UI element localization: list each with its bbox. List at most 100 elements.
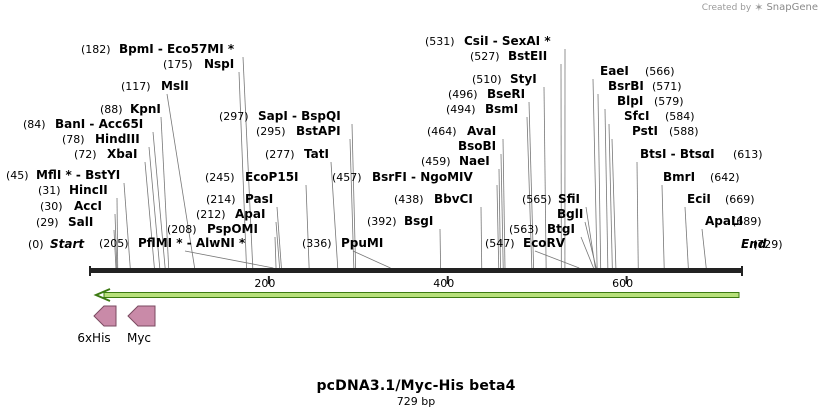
site-position-naei: (459)	[421, 155, 451, 168]
site-line-xbai	[144, 161, 155, 269]
site-position-sfii: (565)	[522, 193, 552, 206]
snapgene-credit: Created by ✶ SnapGene	[702, 1, 818, 14]
site-label-bsobi[interactable]: BsoBI	[458, 139, 496, 153]
site-label-apai[interactable]: ApaI	[235, 207, 265, 221]
credit-prefix: Created by	[701, 2, 752, 13]
site-label-mfli-bstyi[interactable]: MflI * - BstYI	[36, 168, 120, 182]
site-label-bpmi-eco57mi[interactable]: BpmI - Eco57MI *	[119, 42, 235, 56]
site-line-hincii	[116, 197, 119, 269]
backbone-bar	[90, 268, 742, 273]
site-position-bani-acc65i: (84)	[23, 118, 46, 131]
site-label-apali[interactable]: ApaLI	[705, 214, 743, 228]
site-position-ecorv: (547)	[485, 237, 515, 250]
end-position: (729)	[753, 238, 783, 251]
site-label-avai[interactable]: AvaI	[467, 124, 496, 138]
site-label-pasi[interactable]: PasI	[245, 192, 273, 206]
site-line-pflmi-alwni	[184, 250, 274, 269]
site-label-csii-sexai[interactable]: CsiI - SexAI *	[464, 34, 551, 48]
site-line-sali	[113, 229, 117, 269]
site-position-eaei: (566)	[645, 65, 675, 78]
site-position-bsteii: (527)	[470, 50, 500, 63]
site-line-bsmi	[526, 116, 533, 269]
site-line-bsobi	[500, 153, 504, 269]
site-label-ppumi[interactable]: PpuMI	[341, 236, 383, 250]
site-position-bstapi: (295)	[256, 125, 286, 138]
site-line-hindiii	[148, 146, 161, 269]
site-position-sfci: (584)	[665, 110, 695, 123]
site-label-bsgi[interactable]: BsgI	[404, 214, 433, 228]
site-label-bbvci[interactable]: BbvCI	[434, 192, 473, 206]
site-line-ecop15i	[305, 184, 310, 269]
site-position-xbai: (72)	[74, 148, 97, 161]
site-line-msli	[166, 93, 196, 269]
orf-arrow	[93, 288, 740, 302]
site-position-apali: (689)	[732, 215, 762, 228]
site-label-xbai[interactable]: XbaI	[107, 147, 137, 161]
site-label-kpni[interactable]: KpnI	[130, 102, 161, 116]
site-label-btgi[interactable]: BtgI	[547, 222, 575, 236]
site-lines-group	[113, 48, 707, 269]
site-label-blpi[interactable]: BlpI	[617, 94, 643, 108]
site-label-pspomi[interactable]: PspOMI	[207, 222, 258, 236]
feature-6xhis-arrow[interactable]	[93, 305, 117, 327]
site-line-naei	[498, 168, 501, 269]
site-label-bsrbi[interactable]: BsrBI	[608, 79, 644, 93]
site-line-eaei	[592, 78, 598, 269]
site-label-sfii[interactable]: SfiI	[558, 192, 580, 206]
site-label-ecii[interactable]: EciI	[687, 192, 711, 206]
site-position-msli: (117)	[121, 80, 151, 93]
ruler-tick-label: 600	[612, 277, 633, 290]
feature-myc-arrow[interactable]	[127, 305, 156, 327]
site-position-bsgi: (392)	[367, 215, 397, 228]
site-position-nspi: (175)	[163, 58, 193, 71]
site-label-bsteii[interactable]: BstEII	[508, 49, 547, 63]
site-label-naei[interactable]: NaeI	[459, 154, 490, 168]
site-label-sali[interactable]: SalI	[68, 215, 93, 229]
site-label-bani-acc65i[interactable]: BanI - Acc65I	[55, 117, 143, 131]
feature-myc-label: Myc	[127, 331, 151, 345]
site-label-pflmi-alwni[interactable]: PflMI * - AlwNI *	[138, 236, 246, 250]
site-label-styi[interactable]: StyI	[510, 72, 537, 86]
site-label-tati[interactable]: TatI	[304, 147, 329, 161]
site-label-ecorv[interactable]: EcoRV	[523, 236, 566, 250]
site-label-psti[interactable]: PstI	[632, 124, 658, 138]
site-label-nspi[interactable]: NspI	[204, 57, 234, 71]
site-label-hincii[interactable]: HincII	[69, 183, 108, 197]
site-position-bseri: (496)	[448, 88, 478, 101]
site-label-bsmi[interactable]: BsmI	[485, 102, 518, 116]
site-label-bstapi[interactable]: BstAPI	[296, 124, 341, 138]
site-position-pasi: (214)	[206, 193, 236, 206]
site-label-sapi-bspqi[interactable]: SapI - BspQI	[258, 109, 341, 123]
site-label-bsrfi-ngomiv[interactable]: BsrFI - NgoMIV	[372, 170, 473, 184]
site-position-apai: (212)	[196, 208, 226, 221]
ruler-tick-label: 200	[254, 277, 275, 290]
site-line-acci	[114, 213, 118, 269]
site-label-msli[interactable]: MslI	[161, 79, 189, 93]
site-position-btgi: (563)	[509, 223, 539, 236]
credit-brand: SnapGene	[766, 2, 818, 13]
site-label-acci[interactable]: AccI	[74, 199, 102, 213]
site-label-bgli[interactable]: BglI	[557, 207, 583, 221]
site-line-bsrbi	[597, 93, 602, 269]
site-position-bmri: (642)	[710, 171, 740, 184]
site-label-ecop15i[interactable]: EcoP15I	[245, 170, 299, 184]
site-position-pspomi: (208)	[167, 223, 197, 236]
site-label-hindiii[interactable]: HindIII	[95, 132, 140, 146]
plasmid-size: 729 bp	[396, 395, 436, 408]
site-label-btsi-bts-i[interactable]: BtsI - BtsαI	[640, 147, 715, 161]
site-position-sapi-bspqi: (297)	[219, 110, 249, 123]
site-position-bsrbi: (571)	[652, 80, 682, 93]
site-position-bsrfi-ngomiv: (457)	[332, 171, 362, 184]
snapgene-logo-icon: ✶	[754, 1, 764, 14]
site-position-bsmi: (494)	[446, 103, 476, 116]
site-line-bmri	[661, 184, 665, 269]
end-label: End	[741, 237, 767, 251]
site-label-sfci[interactable]: SfcI	[624, 109, 649, 123]
site-label-bmri[interactable]: BmrI	[663, 170, 695, 184]
site-label-bseri[interactable]: BseRI	[487, 87, 525, 101]
site-label-eaei[interactable]: EaeI	[600, 64, 629, 78]
feature-6xhis-label: 6xHis	[77, 331, 110, 345]
site-position-styi: (510)	[472, 73, 502, 86]
site-line-btsi-bts-i	[636, 161, 639, 269]
site-line-bstapi	[349, 138, 355, 269]
